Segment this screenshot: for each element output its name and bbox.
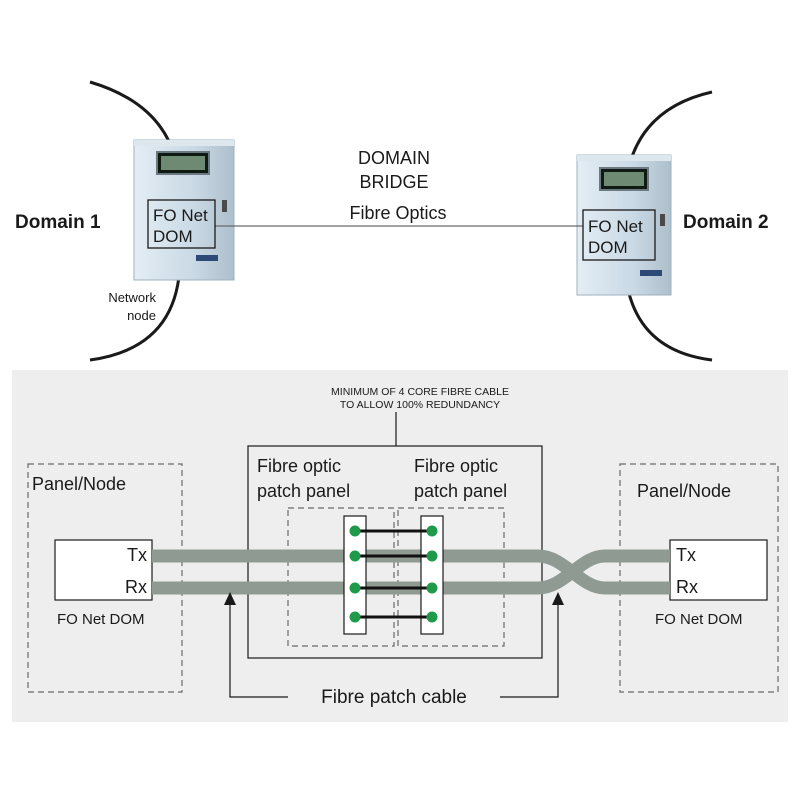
patch-panel-left-line2: patch panel [257,481,350,501]
callout-line-right [500,602,559,698]
arrow-up-icon [552,592,564,605]
rx-fibre-cable [152,549,670,595]
fibre-cables [152,549,670,595]
network-node-line1: Network [108,290,156,305]
fo-net-dom-box-right [582,209,656,261]
redundancy-note-line1: MINIMUM OF 4 CORE FIBRE CABLE [331,386,509,398]
network-node-line2: node [127,308,156,323]
fibre-optics-label: Fibre Optics [349,203,446,223]
domain2-label: Domain 2 [683,212,769,233]
redundancy-note-line2: TO ALLOW 100% REDUNDANCY [340,399,500,411]
patch-box-right [397,507,505,647]
connector-dot [349,550,361,562]
patch-cores [355,529,432,619]
domain-bridge-line2: BRIDGE [359,172,428,192]
callout-line-left [229,602,288,698]
domain1-lower-arc [89,261,182,362]
domain-bridge-line1: DOMAIN [358,148,430,168]
connector-dot [426,525,438,537]
fo-net-dom-device-left [54,539,153,601]
arrow-up-icon [224,592,236,605]
patch-box-left [287,507,395,647]
fo-net-label-left: FO Net [153,206,208,225]
fo-net-dom-device-right [669,539,768,601]
patch-panel-right-line1: Fibre optic [414,456,498,476]
panel-node-box-right [619,463,779,693]
fo-net-dom-label-left: FO Net DOM [57,611,145,628]
fo-net-dom-label-right: FO Net DOM [655,611,743,628]
connector-dot [426,582,438,594]
device-lock-icon [222,200,227,212]
dom-label-left: DOM [153,227,193,246]
panel-node-label-left: Panel/Node [32,474,126,494]
tx-label-left: Tx [127,545,147,565]
connector-dot [426,550,438,562]
fibre-patch-cable-label: Fibre patch cable [321,687,467,708]
device-domain1 [133,139,235,281]
dom-label-right: DOM [588,238,628,257]
device-lock-icon [660,214,665,226]
fibre-patch-cable-callout: Fibre patch cable [224,592,564,708]
connectors [349,525,438,623]
connector-strip-left [343,515,367,635]
domain1-label: Domain 1 [15,212,101,233]
rx-label-right: Rx [676,577,698,597]
fo-net-label-right: FO Net [588,217,643,236]
patch-panel-left-line1: Fibre optic [257,456,341,476]
panel-node-label-right: Panel/Node [637,481,731,501]
panel-node-box-left [27,463,183,693]
connector-dot [349,611,361,623]
rx-label-left: Rx [125,577,147,597]
connector-dot [426,611,438,623]
patch-panel-right-line2: patch panel [414,481,507,501]
fo-net-dom-box-left [147,199,216,249]
tx-label-right: Tx [676,545,696,565]
connector-dot [349,582,361,594]
connector-strip-right [420,515,444,635]
connector-dot [349,525,361,537]
